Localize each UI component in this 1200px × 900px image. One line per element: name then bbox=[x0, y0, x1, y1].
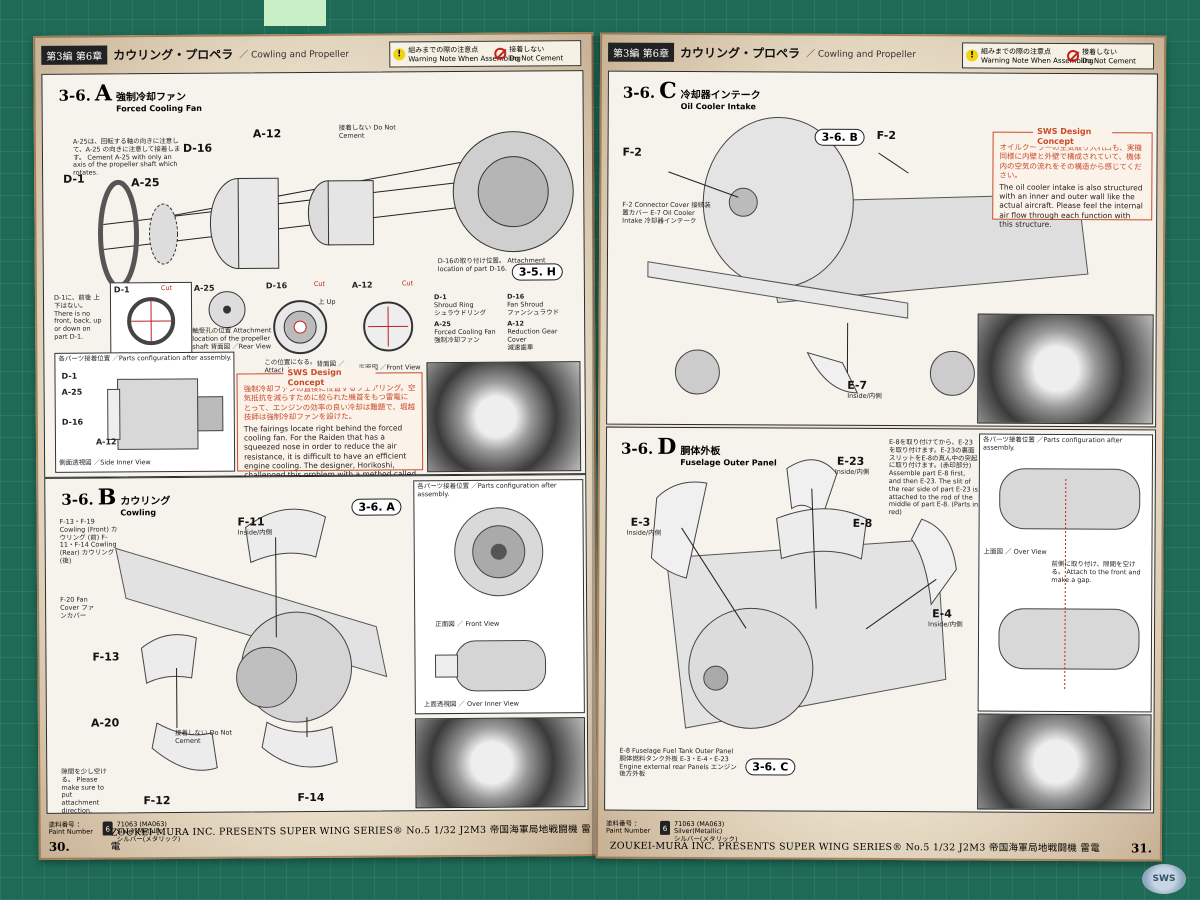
right-page: 第3編 第6章 カウリング・プロペラ ／ Cowling and Propell… bbox=[595, 32, 1167, 862]
label-a25: A-25 bbox=[131, 176, 160, 190]
sws-concept-a: SWS Design Concept 強制冷却ファンの直後に位置するフェアリング… bbox=[236, 367, 424, 508]
sticky-note bbox=[264, 0, 326, 26]
label-a12: A-12 bbox=[252, 127, 282, 141]
oil-cooler-diagram bbox=[647, 116, 1089, 396]
label-f11: F-11 bbox=[237, 515, 265, 529]
config-inset-d: 各パーツ接着位置 ／Parts configuration after asse… bbox=[977, 433, 1154, 713]
detail-d1: D-1 Cut bbox=[109, 281, 193, 355]
cowling-over-icon bbox=[434, 640, 547, 692]
left-header: 第3編 第6章 カウリング・プロペラ ／ Cowling and Propell… bbox=[41, 38, 585, 68]
nocement-note-b: 接着しない Do Not Cement bbox=[174, 728, 233, 745]
label-f2-right: F-2 bbox=[876, 128, 897, 143]
chapter-chip: 第3編 第6章 bbox=[608, 42, 675, 62]
parts-d: E-8 Fuselage Fuel Tank Outer Panel 胴体燃料タ… bbox=[619, 746, 737, 779]
shroud-ring-shape bbox=[98, 179, 140, 289]
config-inset-b: 各パーツ接着位置 ／Parts configuration after asse… bbox=[413, 479, 585, 715]
fan-exploded-diagram bbox=[98, 131, 574, 289]
label-d16: D-16 bbox=[182, 141, 213, 155]
brand-line-right: ZOUKEI-MURA INC. PRESENTS SUPER WING SER… bbox=[609, 840, 1101, 855]
no-cement-icon bbox=[1067, 49, 1080, 63]
chapter-chip: 第3編 第6章 bbox=[41, 44, 108, 65]
warning-icon: ! bbox=[393, 48, 406, 61]
label-a20: A-20 bbox=[90, 716, 120, 730]
ref-3-6-c: 3-6. C bbox=[745, 758, 796, 776]
note-gap-d: 前側に取り付け、隙間を空ける。 Attach to the front and … bbox=[1051, 559, 1141, 584]
photo-intake-c bbox=[977, 313, 1154, 425]
page-number-left: 30. bbox=[48, 839, 70, 854]
label-e23: E-23 bbox=[836, 454, 865, 468]
no-cement-icon bbox=[494, 47, 507, 60]
detail-d16: D-16 Cut 上 Up この位置になる。 Attach here. 背面図 … bbox=[264, 279, 348, 376]
parts-c: F-2 Connector Cover 接続装置カバー E-7 Oil Cool… bbox=[622, 200, 711, 225]
ref-3-5-h: 3-5. H bbox=[511, 263, 563, 281]
label-e7: E-7 bbox=[847, 378, 868, 392]
left-footer: 塗料番号 ：Paint Number 6 71063 (MA063)Silver… bbox=[45, 818, 593, 858]
paint-bottle-icon: 6 bbox=[659, 820, 671, 835]
ref-3-6-b: 3-6. B bbox=[814, 128, 865, 146]
a12-cover-icon bbox=[363, 301, 414, 352]
label-f13: F-13 bbox=[92, 650, 120, 664]
label-e3: E-3 bbox=[630, 515, 651, 529]
brand-line-left: ZOUKEI-MURA INC. PRESENTS SUPER WING SER… bbox=[110, 824, 592, 853]
config-inset-a: 各パーツ接着位置 ／Parts configuration after asse… bbox=[54, 351, 236, 473]
detail-a12: A-12 Cut 正面図 ／Front View bbox=[350, 279, 429, 376]
warning-icon: ! bbox=[966, 49, 979, 62]
fan-icon bbox=[208, 291, 246, 329]
right-footer: 塗料番号 ：Paint Number 6 71063 (MA063)Silver… bbox=[602, 819, 1156, 860]
header-title-jp: カウリング・プロペラ bbox=[679, 45, 801, 61]
sws-watermark-logo: SWS bbox=[1142, 864, 1186, 894]
fuselage-over-icon bbox=[998, 468, 1141, 689]
photo-cowling-b bbox=[414, 717, 586, 809]
photo-engine-a bbox=[426, 361, 582, 473]
note-e8: E-8を取り付けてから、E-23を取り付けます。E-23の裏面スリットをE-8の… bbox=[888, 438, 979, 517]
nocement-note-a: 接着しない Do Not Cement bbox=[338, 123, 396, 140]
engine-side-icon bbox=[107, 378, 224, 450]
note-a25: A-25は、回転する軸の向きに注意して、A-25 の向きに注意して接着します。 … bbox=[72, 136, 181, 177]
cowling-front-icon bbox=[454, 507, 544, 597]
fuselage-panel-diagram bbox=[650, 459, 957, 729]
label-f12: F-12 bbox=[143, 794, 171, 808]
page-number-right: 31. bbox=[1130, 841, 1152, 856]
ref-3-6-a: 3-6. A bbox=[351, 498, 402, 516]
d1-ring-icon bbox=[127, 297, 176, 346]
d16-shroud-icon bbox=[273, 300, 328, 355]
header-title-en: ／ Cowling and Propeller bbox=[805, 49, 916, 60]
paint-legend: 塗料番号 ：Paint Number bbox=[605, 819, 651, 836]
right-header: 第3編 第6章 カウリング・プロペラ ／ Cowling and Propell… bbox=[608, 39, 1158, 70]
header-title-en: ／ Cowling and Propeller bbox=[239, 49, 350, 61]
photo-panel-d bbox=[977, 713, 1152, 811]
note-d1: D-1に、前後 上下はない。 There is no front, back, … bbox=[53, 293, 102, 341]
label-e4: E-4 bbox=[932, 607, 952, 621]
detail-a25: A-25 軸受孔の位置 Attachment location of the p… bbox=[192, 281, 271, 351]
note-gap-b: 隙間を少し空ける。 Please make sure to put attach… bbox=[61, 767, 107, 815]
sws-concept-c: SWS Design Concept オイルクーラーの空気取り入れ口も、実機同様… bbox=[992, 126, 1153, 229]
cowling-exploded-diagram bbox=[115, 508, 388, 771]
paint-swatch: 6 bbox=[659, 820, 671, 835]
label-e8: E-8 bbox=[852, 516, 873, 530]
paint-legend: 塗料番号 ：Paint Number bbox=[48, 820, 93, 837]
label-f14: F-14 bbox=[297, 790, 325, 805]
label-f2-left: F-2 bbox=[622, 145, 642, 159]
left-page: 第3編 第6章 カウリング・プロペラ ／ Cowling and Propell… bbox=[33, 32, 599, 860]
header-title-jp: カウリング・プロペラ bbox=[113, 47, 234, 62]
